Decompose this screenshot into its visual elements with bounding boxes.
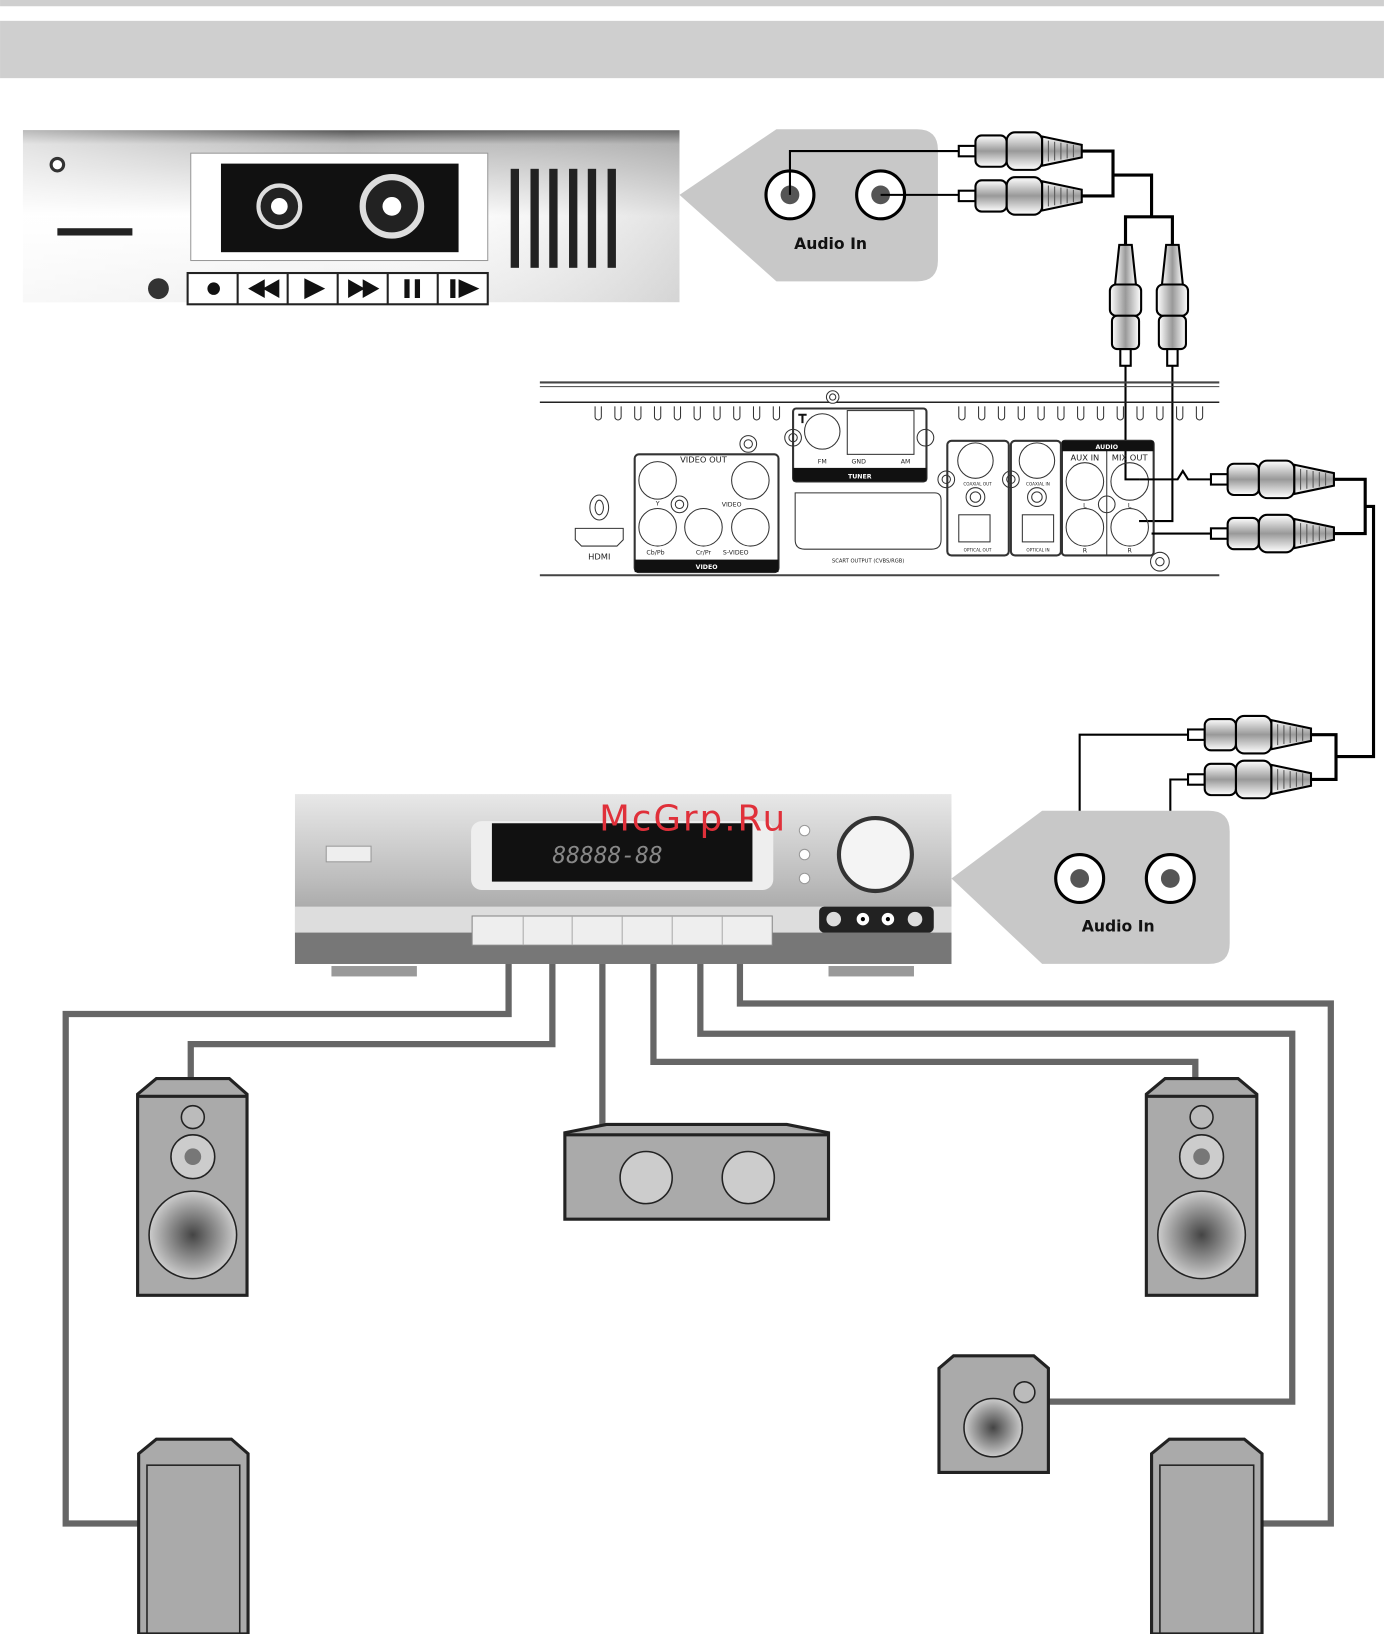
- rca-cable-top: [788, 149, 1174, 523]
- headphone-jack: [148, 278, 169, 300]
- speaker-wires: [62, 963, 1334, 1527]
- optical-in-label: OPTICAL IN: [1026, 547, 1049, 552]
- receiver-audio-in-label: Audio In: [1082, 917, 1155, 936]
- mix-r-label: R: [1128, 547, 1133, 554]
- callout-audio-in-bottom: Audio In: [951, 810, 1230, 964]
- watermark: McGrp.Ru: [599, 799, 787, 840]
- transport-buttons: [186, 271, 489, 306]
- receiver-display: [491, 823, 753, 882]
- video-jack-label: VIDEO: [722, 501, 742, 508]
- fm-label: FM: [818, 459, 827, 466]
- header-band: [0, 20, 1384, 79]
- coaxial-out-label: COAXIAL OUT: [963, 482, 992, 487]
- pause-icon: [404, 279, 421, 299]
- front-left-speaker: [136, 1077, 249, 1297]
- display-readout: 88888-88: [552, 843, 662, 869]
- video-section-label: VIDEO: [696, 564, 718, 571]
- level-sliders: [510, 168, 616, 268]
- rewind-icon: [248, 279, 280, 299]
- cr-label: Cr/Pr: [696, 549, 712, 556]
- audio-in-label: Audio In: [794, 234, 867, 253]
- dvd-receiver-back-panel: VIDEO OUT Y Cb/Pb Cr/Pr VIDEO S-VIDEO VI…: [539, 381, 1220, 577]
- volume-knob: [836, 815, 914, 894]
- aux-in-label: AUX IN: [1070, 453, 1099, 463]
- mix-l-label: L: [1128, 502, 1132, 509]
- hdmi-label: HDMI: [588, 552, 610, 562]
- coaxial-in-label: COAXIAL IN: [1026, 482, 1050, 487]
- mix-out-label: MIX OUT: [1112, 453, 1149, 463]
- tuner-label: TUNER: [848, 473, 872, 480]
- gnd-label: GND: [852, 459, 867, 466]
- power-indicator: [49, 156, 66, 173]
- fast-forward-icon: [348, 279, 380, 299]
- av-receiver: 88888-88: [294, 794, 952, 977]
- record-icon: [207, 282, 220, 295]
- rca-cable-right: [1078, 469, 1376, 879]
- stop-eject-icon: [450, 279, 480, 299]
- aux-r-label: R: [1083, 547, 1088, 554]
- audio-section-label: AUDIO: [1095, 444, 1118, 451]
- scart-label: SCART OUTPUT (CVBS/RGB): [832, 559, 904, 565]
- y-label: Y: [655, 500, 660, 507]
- play-icon: [304, 278, 326, 300]
- surround-left-speaker: [137, 1437, 250, 1634]
- am-label: AM: [901, 459, 911, 466]
- cassette-deck: [22, 130, 680, 306]
- center-speaker: [563, 1122, 831, 1221]
- subwoofer: [937, 1354, 1050, 1475]
- front-right-speaker: [1144, 1077, 1259, 1297]
- top-rule: [0, 0, 1384, 7]
- aux-l-label: L: [1083, 502, 1087, 509]
- deck-label-slot: [57, 228, 133, 236]
- video-out-label: VIDEO OUT: [680, 455, 728, 465]
- cb-label: Cb/Pb: [646, 549, 664, 556]
- svideo-label: S-VIDEO: [723, 549, 749, 556]
- surround-right-speaker: [1149, 1437, 1264, 1634]
- optical-out-label: OPTICAL OUT: [964, 547, 992, 552]
